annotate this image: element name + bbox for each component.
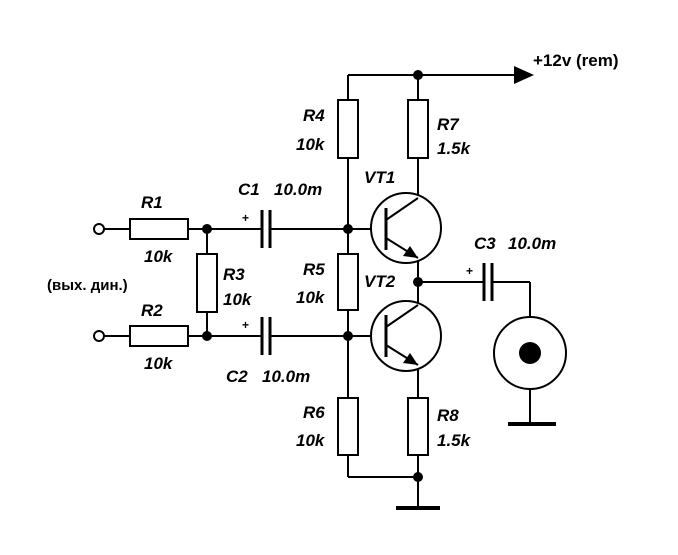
power-arrow-icon: [514, 66, 534, 84]
input-terminal-2: [93, 330, 105, 342]
resistor-r6: [337, 397, 359, 456]
power-label: +12v (rem): [533, 51, 619, 70]
c2-value: 10.0m: [262, 367, 310, 386]
r5-value: 10k: [296, 288, 326, 307]
vt2-name: VT2: [364, 272, 396, 291]
junction-dots: [202, 70, 423, 482]
r2-name: R2: [141, 301, 163, 320]
vt1-name: VT1: [364, 168, 395, 187]
c3-plus: +: [466, 264, 473, 278]
r3-name: R3: [223, 265, 245, 284]
output-jack-icon: [493, 316, 567, 390]
resistor-r2: [129, 325, 189, 347]
r1-name: R1: [141, 193, 163, 212]
r4-value: 10k: [296, 135, 326, 154]
c1-value: 10.0m: [274, 180, 322, 199]
capacitor-c1: [260, 210, 272, 248]
transistor-vt1: [370, 192, 442, 264]
resistor-r7: [407, 99, 429, 159]
c1-plus: +: [242, 211, 249, 225]
r7-value: 1.5k: [437, 139, 472, 158]
resistor-r1: [129, 218, 189, 240]
resistor-r5: [337, 253, 359, 311]
c3-name: C3: [474, 234, 496, 253]
resistor-r4: [337, 99, 359, 159]
r3-value: 10k: [223, 290, 253, 309]
wires: [104, 74, 556, 510]
r6-value: 10k: [296, 431, 326, 450]
r4-name: R4: [303, 106, 325, 125]
r8-value: 1.5k: [437, 431, 472, 450]
r2-value: 10k: [144, 354, 174, 373]
r6-name: R6: [303, 403, 325, 422]
resistor-r3: [196, 253, 218, 313]
input-terminal-1: [93, 223, 105, 235]
r8-name: R8: [437, 406, 459, 425]
capacitor-c2: [260, 317, 272, 355]
c2-name: C2: [226, 367, 248, 386]
r1-value: 10k: [144, 247, 174, 266]
c2-plus: +: [242, 318, 249, 332]
c1-name: C1: [238, 180, 260, 199]
input-label: (вых. дин.): [47, 277, 128, 294]
c3-value: 10.0m: [508, 234, 556, 253]
capacitor-c3: [482, 263, 494, 301]
transistor-vt2: [370, 300, 442, 372]
resistor-r8: [407, 397, 429, 456]
r5-name: R5: [303, 260, 325, 279]
r7-name: R7: [437, 115, 460, 134]
